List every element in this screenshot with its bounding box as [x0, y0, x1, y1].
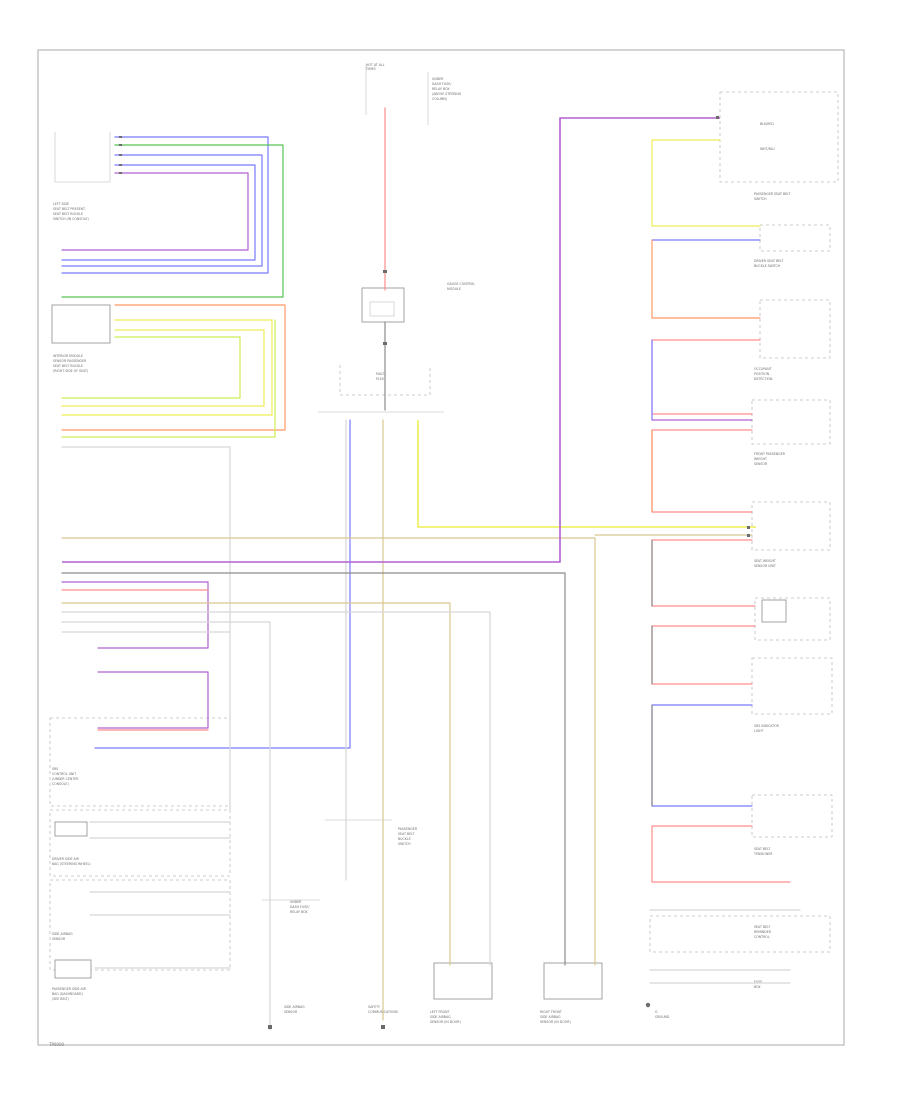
svg-text:SEAT BELT: SEAT BELT	[754, 925, 770, 929]
svg-text:FUSE: FUSE	[754, 980, 762, 984]
svg-text:SIDE AIRBAG: SIDE AIRBAG	[284, 1005, 305, 1009]
svg-text:DETECTION: DETECTION	[754, 377, 773, 381]
center-connector-block: MULTI- PLEX	[318, 365, 444, 413]
svg-text:SEAT BELT BUCKLE: SEAT BELT BUCKLE	[53, 212, 83, 216]
svg-text:SEAT BELT: SEAT BELT	[398, 832, 414, 836]
svg-text:SWITCH: SWITCH	[398, 842, 411, 846]
svg-text:RELAY BOX: RELAY BOX	[290, 910, 308, 914]
svg-text:SENSOR: SENSOR	[52, 937, 66, 941]
right-components: BLK/RED WHT/BLU PASSENGER SEAT BELT SWIT…	[649, 91, 839, 989]
svg-text:CONSOLE): CONSOLE)	[52, 782, 69, 786]
diagram-frame	[37, 49, 845, 1046]
left-harness-upper	[61, 136, 284, 298]
svg-text:REMINDER: REMINDER	[754, 930, 772, 934]
svg-text:(SEE BELT): (SEE BELT)	[52, 997, 69, 1001]
svg-text:WHT/BLU: WHT/BLU	[760, 147, 775, 151]
svg-text:GROUND: GROUND	[655, 1015, 670, 1019]
svg-text:LEFT SIDE: LEFT SIDE	[53, 202, 69, 206]
left-upper-component: LEFT SIDE SEAT BELT PRESENT. SEAT BELT B…	[53, 132, 111, 221]
svg-text:SEAT WEIGHT: SEAT WEIGHT	[754, 559, 776, 563]
svg-text:BLK/RED: BLK/RED	[760, 122, 774, 126]
svg-text:PASSENGER: PASSENGER	[398, 827, 418, 831]
svg-text:(UNDER CENTER: (UNDER CENTER	[52, 777, 79, 781]
svg-text:PASSENGER SIDE AIR: PASSENGER SIDE AIR	[52, 987, 87, 991]
svg-text:CONTROL: CONTROL	[754, 935, 770, 939]
center-relay-block: GAUGE CONTROL MODULE	[361, 282, 475, 323]
svg-text:SENSOR UNIT: SENSOR UNIT	[754, 564, 776, 568]
svg-text:POSITION: POSITION	[754, 372, 770, 376]
svg-text:MODULE: MODULE	[447, 287, 461, 291]
svg-text:DRIVER SIDE AIR: DRIVER SIDE AIR	[52, 857, 80, 861]
left-harness-middle	[61, 304, 286, 813]
center-top-component: HOT AT ALL TIMES UNDER DASH FUSE/ RELAY …	[365, 63, 462, 125]
svg-text:MULTI-: MULTI-	[376, 372, 386, 376]
svg-text:BUCKLE: BUCKLE	[398, 837, 411, 841]
svg-text:DRIVER SEAT BELT: DRIVER SEAT BELT	[754, 259, 783, 263]
svg-text:(ABOVE STEERING: (ABOVE STEERING	[432, 92, 462, 96]
svg-text:DASH FUSE/: DASH FUSE/	[290, 905, 310, 909]
svg-text:BOX: BOX	[754, 985, 761, 989]
svg-text:UNDER: UNDER	[290, 900, 302, 904]
svg-text:RELAY BOX: RELAY BOX	[432, 87, 450, 91]
svg-text:BAG (STEERING WHEEL): BAG (STEERING WHEEL)	[52, 862, 91, 866]
svg-text:TIMES: TIMES	[365, 67, 376, 71]
left-second-component: INTERIOR MODULE SENSOR PASSENGER SEAT BE…	[51, 304, 111, 373]
svg-text:SENSOR: SENSOR	[754, 462, 768, 466]
svg-text:SENSOR: SENSOR	[284, 1010, 298, 1014]
svg-text:INTERIOR MODULE: INTERIOR MODULE	[53, 354, 83, 358]
connector-pins	[119, 116, 750, 1029]
right-harness	[594, 139, 801, 984]
svg-text:SIDE AIRBAG: SIDE AIRBAG	[540, 1015, 561, 1019]
svg-text:BAG (DASHBOARD): BAG (DASHBOARD)	[52, 992, 83, 996]
svg-text:COLUMN): COLUMN)	[432, 97, 447, 101]
svg-text:TENSIONER: TENSIONER	[753, 852, 773, 856]
svg-text:SEAT BELT BUCKLE: SEAT BELT BUCKLE	[53, 364, 83, 368]
svg-text:SRS: SRS	[52, 767, 58, 771]
svg-text:CONTROL UNIT: CONTROL UNIT	[52, 772, 76, 776]
svg-text:SRS INDICATOR: SRS INDICATOR	[754, 724, 780, 728]
svg-text:SENSOR PASSENGER: SENSOR PASSENGER	[53, 359, 87, 363]
svg-text:SWITCH (IN CONSOLE): SWITCH (IN CONSOLE)	[53, 217, 89, 221]
svg-text:PLEX: PLEX	[376, 377, 385, 381]
svg-text:SWITCH: SWITCH	[754, 197, 767, 201]
svg-text:SIDE AIRBAG: SIDE AIRBAG	[430, 1015, 451, 1019]
svg-text:SENSOR (IN DOOR): SENSOR (IN DOOR)	[540, 1020, 571, 1024]
svg-text:RIGHT FRONT: RIGHT FRONT	[540, 1010, 562, 1014]
svg-text:OCCUPANT: OCCUPANT	[754, 367, 772, 371]
svg-text:SENSOR (IN DOOR): SENSOR (IN DOOR)	[430, 1020, 461, 1024]
svg-text:LEFT FRONT: LEFT FRONT	[430, 1010, 449, 1014]
left-lower-components: SRS CONTROL UNIT (UNDER CENTER CONSOLE) …	[49, 717, 231, 1001]
svg-text:(RIGHT SIDE OF SEAT): (RIGHT SIDE OF SEAT)	[53, 369, 88, 373]
svg-text:BUCKLE SWITCH: BUCKLE SWITCH	[754, 264, 781, 268]
svg-text:PASSENGER SEAT BELT: PASSENGER SEAT BELT	[754, 192, 791, 196]
svg-text:FRONT PASSENGER: FRONT PASSENGER	[754, 452, 786, 456]
svg-text:SIDE AIRBAG: SIDE AIRBAG	[52, 932, 73, 936]
center-lower-components: PASSENGER SEAT BELT BUCKLE SWITCH UNDER …	[262, 819, 670, 1024]
svg-text:GAUGE CONTROL: GAUGE CONTROL	[447, 282, 475, 286]
diagram-footer-code: TP0000	[49, 1042, 65, 1047]
svg-text:SEAT BELT PRESENT.: SEAT BELT PRESENT.	[53, 207, 86, 211]
svg-text:SAFETY: SAFETY	[368, 1005, 380, 1009]
svg-text:SEAT BELT: SEAT BELT	[754, 847, 770, 851]
svg-text:LIGHT: LIGHT	[754, 729, 764, 733]
left-harness-lower	[61, 117, 720, 1031]
svg-text:G: G	[655, 1010, 658, 1014]
svg-text:UNDER: UNDER	[432, 77, 444, 81]
svg-text:HOT AT ALL: HOT AT ALL	[366, 63, 385, 67]
center-wiring	[94, 107, 756, 1021]
svg-text:WEIGHT: WEIGHT	[754, 457, 767, 461]
svg-text:DASH FUSE/: DASH FUSE/	[432, 82, 452, 86]
